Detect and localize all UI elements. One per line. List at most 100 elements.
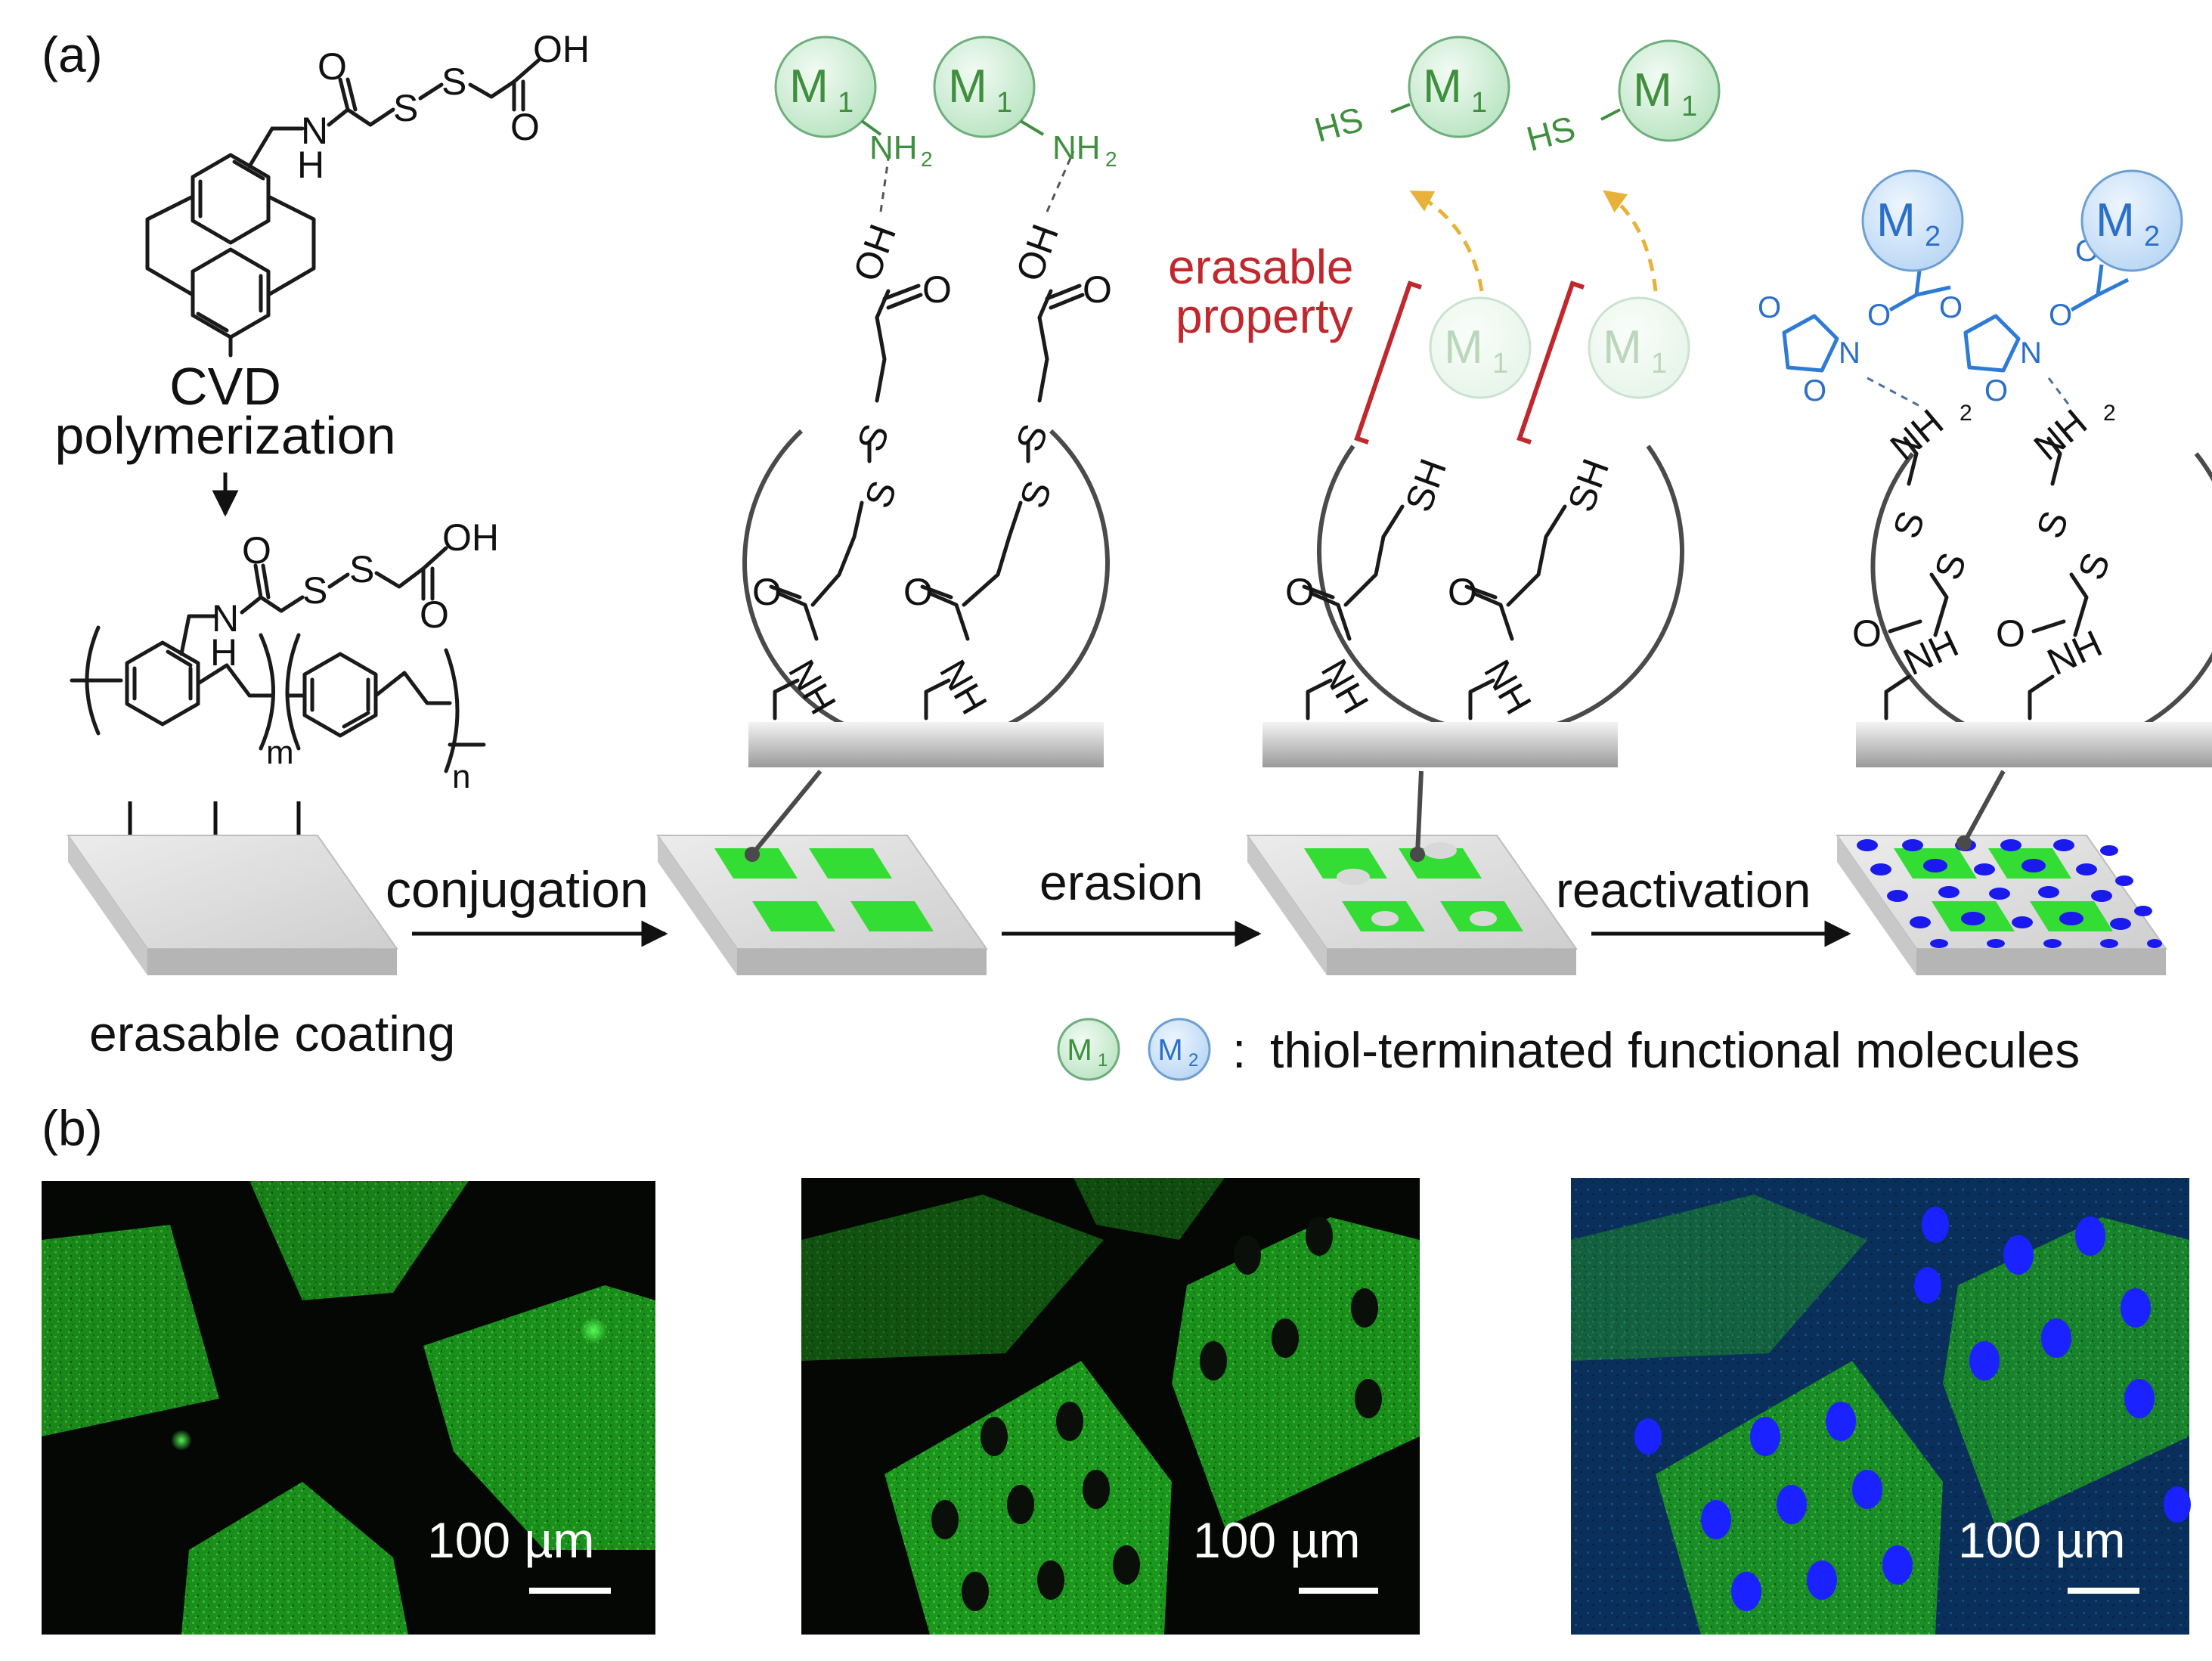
polymer-structure: N H O S S O OH m n [70, 516, 499, 795]
monomer-structure: N H O S S O OH [145, 28, 590, 358]
svg-text:M: M [1876, 194, 1916, 246]
svg-text:1: 1 [1471, 87, 1487, 119]
svg-text:M: M [1633, 64, 1672, 116]
micrograph-erased: 100 µm [801, 1178, 1420, 1635]
m1-bubble-conjugation-1: M 1 NH 2 [774, 36, 933, 171]
svg-text:H: H [297, 144, 324, 186]
svg-text:2: 2 [921, 147, 933, 171]
substrate-blank [67, 835, 398, 975]
svg-text:1: 1 [1681, 91, 1697, 122]
svg-text:N: N [2020, 336, 2042, 370]
substrate-conjugated [656, 835, 988, 975]
svg-text:O: O [2049, 299, 2072, 332]
svg-text:NH: NH [869, 129, 918, 166]
legend-separator: : [1232, 1022, 1246, 1078]
svg-text:HS: HS [1523, 108, 1579, 159]
svg-text:N: N [1839, 336, 1860, 370]
cvd-label-line1: CVD [169, 357, 281, 416]
scale-bar-3 [2068, 1588, 2139, 1594]
svg-text:M: M [1067, 1033, 1092, 1067]
svg-text:2: 2 [1188, 1050, 1198, 1071]
micrograph-reactivated: 100 µm [1571, 1178, 2191, 1635]
erasion-label: erasion [1039, 854, 1203, 910]
svg-text:M: M [1157, 1033, 1182, 1067]
svg-text:O: O [1852, 612, 1882, 655]
micrograph-conjugated: 100 µm [42, 1181, 655, 1635]
reactivation-label: reactivation [1556, 862, 1811, 918]
svg-text:O: O [922, 268, 952, 311]
svg-text:O: O [1996, 612, 2025, 655]
legend-text: thiol-terminated functional molecules [1270, 1022, 2080, 1078]
legend-m1-icon [1057, 1018, 1120, 1081]
svg-text:M: M [2096, 194, 2135, 246]
svg-text:M: M [1444, 321, 1483, 373]
svg-text:N: N [212, 597, 239, 640]
svg-text:OH: OH [1008, 218, 1067, 287]
svg-text:O: O [510, 106, 540, 148]
m1-bubble-conjugation-2: M 1 NH 2 [933, 36, 1117, 171]
svg-text:S: S [349, 548, 374, 590]
scale-bar-2 [1299, 1588, 1378, 1594]
panel-label-a: (a) [42, 26, 103, 82]
scale-label-1: 100 µm [427, 1512, 594, 1568]
svg-text:N: N [301, 110, 328, 152]
svg-text:O: O [1448, 571, 1477, 613]
svg-text:M: M [948, 60, 987, 113]
svg-text:OH: OH [533, 28, 590, 70]
zoom-circle-conjugation: NH O S S O OH NH O S S O OH [742, 150, 1112, 862]
release-arrow-2 [1603, 190, 1658, 292]
erasable-coating-label: erasable coating [89, 1006, 455, 1061]
svg-text:O: O [1285, 571, 1315, 613]
svg-text:S: S [302, 569, 327, 612]
scale-bar-1 [529, 1588, 611, 1594]
svg-text:1: 1 [838, 87, 854, 119]
conjugation-label: conjugation [386, 861, 649, 919]
svg-text:2: 2 [2103, 401, 2116, 426]
svg-text:M: M [789, 60, 829, 113]
svg-text:S: S [393, 87, 418, 129]
svg-text:1: 1 [996, 87, 1012, 119]
m2-bubble-2: M 2 [2080, 169, 2183, 272]
m1-faded-1: M 1 [1429, 296, 1532, 399]
svg-text:O: O [420, 593, 449, 636]
svg-text:n: n [452, 758, 470, 795]
svg-text:O: O [752, 571, 782, 613]
svg-text:NH: NH [1052, 129, 1101, 166]
svg-text:HS: HS [1310, 99, 1367, 150]
scale-label-3: 100 µm [1958, 1512, 2125, 1568]
svg-text:2: 2 [2144, 221, 2160, 253]
svg-text:O: O [1758, 291, 1781, 324]
svg-text:OH: OH [442, 516, 499, 559]
svg-text:m: m [266, 734, 294, 771]
svg-text:1: 1 [1492, 348, 1508, 380]
svg-text:O: O [318, 45, 347, 88]
svg-text:1: 1 [1651, 348, 1667, 380]
erasable-property-line1: erasable [1168, 240, 1354, 294]
legend-m2-icon [1148, 1018, 1211, 1081]
svg-text:O: O [903, 571, 933, 613]
substrate-reactivated [1836, 835, 2167, 975]
substrate-erased [1246, 835, 1578, 975]
svg-text:O: O [242, 529, 271, 572]
svg-text:2: 2 [1105, 147, 1117, 171]
svg-text:O: O [1867, 299, 1891, 332]
m1-faded-2: M 1 [1588, 296, 1690, 399]
svg-text:M: M [1603, 321, 1642, 373]
svg-text:OH: OH [845, 218, 904, 287]
released-hs-m1-1: M 1 HS [1310, 36, 1510, 150]
svg-text:M: M [1423, 60, 1462, 113]
svg-text:2: 2 [1960, 401, 1972, 426]
release-arrow-1 [1409, 191, 1484, 292]
released-hs-m1-2: M 1 HS [1523, 39, 1721, 159]
zoom-circle-reactivation: NH O S S NH 2 NH O S S NH 2 O O N O O O … [1758, 234, 2212, 851]
legend: M 1 M 2 : thiol-terminated functional mo… [1057, 1018, 2080, 1081]
svg-text:S: S [441, 60, 466, 103]
svg-text:O: O [1984, 374, 2008, 408]
panel-label-b: (b) [42, 1100, 103, 1156]
svg-text:O: O [1083, 268, 1112, 311]
erasable-property-line2: property [1176, 289, 1353, 343]
svg-text:1: 1 [1098, 1050, 1108, 1071]
cvd-label-line2: polymerization [54, 406, 395, 465]
scale-label-2: 100 µm [1193, 1512, 1360, 1568]
